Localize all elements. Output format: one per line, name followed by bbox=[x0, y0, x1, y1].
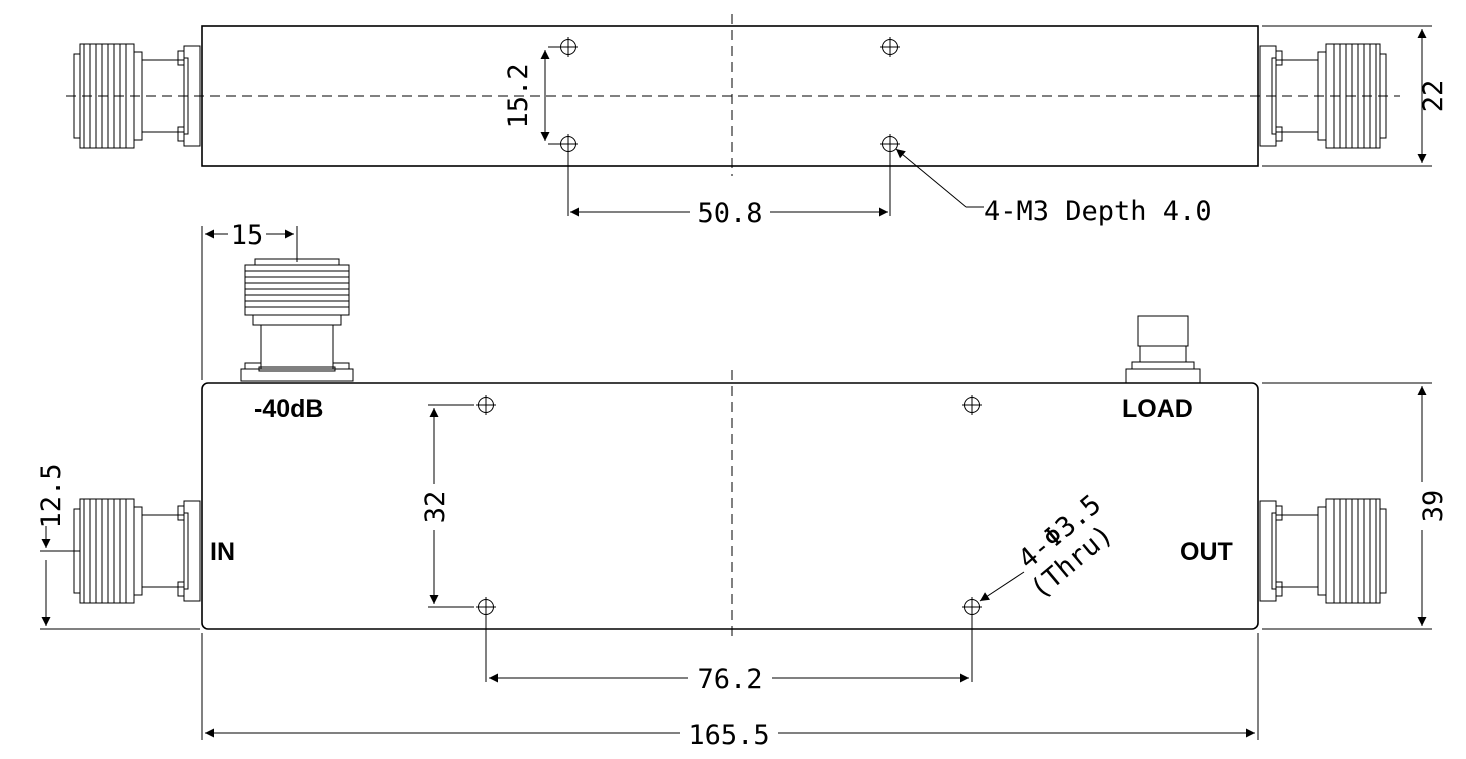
in-port-connector bbox=[73, 498, 201, 604]
coupled-port-connector bbox=[240, 258, 354, 382]
dim-15: 15 bbox=[231, 220, 264, 251]
leader-m3 bbox=[895, 148, 967, 208]
out-port-connector bbox=[1259, 498, 1387, 604]
dim-15-2: 15.2 bbox=[503, 63, 534, 128]
dim-39: 39 bbox=[1418, 490, 1449, 523]
label-in: IN bbox=[210, 538, 235, 566]
leader-thru bbox=[979, 571, 1025, 602]
label-load: LOAD bbox=[1122, 395, 1193, 423]
dim-12-5: 12.5 bbox=[36, 463, 67, 528]
dim-22: 22 bbox=[1418, 80, 1449, 113]
label-out: OUT bbox=[1180, 538, 1233, 566]
dim-76-2: 76.2 bbox=[697, 664, 762, 695]
dim-165-5: 165.5 bbox=[688, 720, 769, 751]
load-connector bbox=[1125, 315, 1201, 384]
front-view: -40dB LOAD IN OUT 15 32 76.2 165.5 39 bbox=[36, 220, 1449, 751]
dim-50-8: 50.8 bbox=[697, 198, 762, 229]
note-m3-depth: 4-M3 Depth 4.0 bbox=[984, 196, 1212, 227]
dim-32: 32 bbox=[420, 491, 451, 524]
top-view: 15.2 50.8 4-M3 Depth 4.0 22 bbox=[66, 14, 1449, 229]
label-coupled: -40dB bbox=[254, 395, 323, 423]
front-view-body bbox=[201, 382, 1259, 630]
